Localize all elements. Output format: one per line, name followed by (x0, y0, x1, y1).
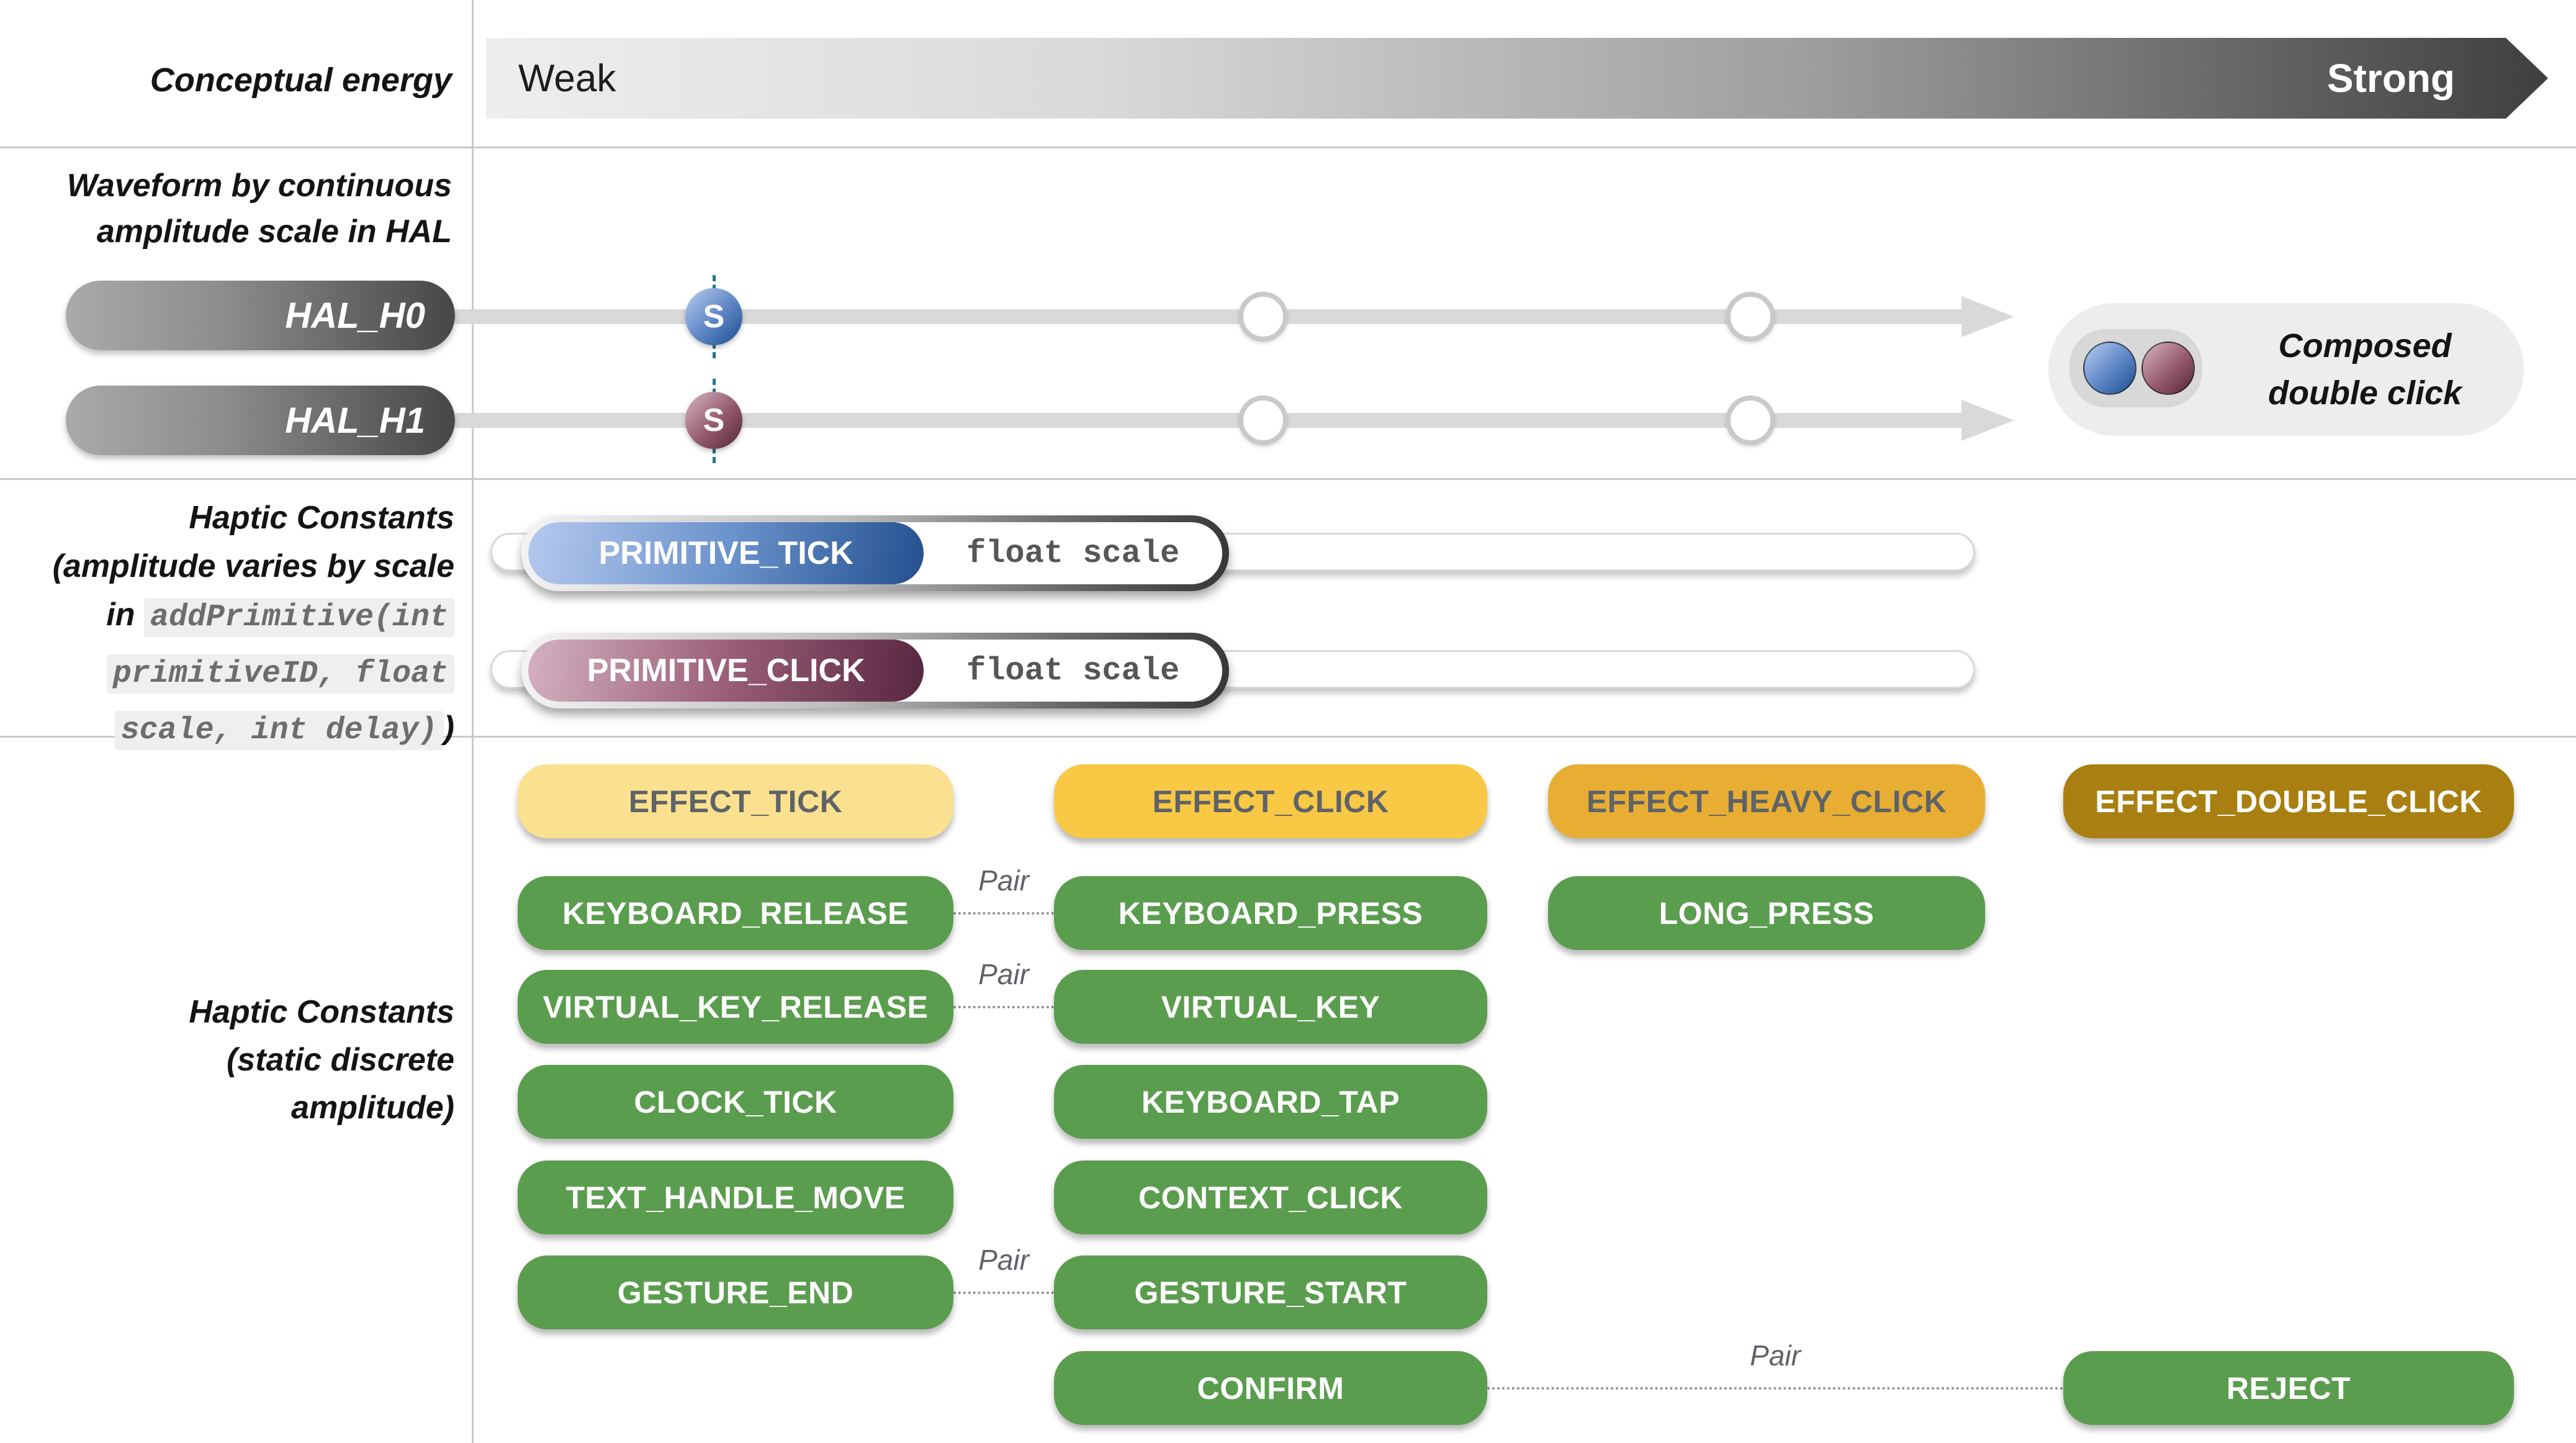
hal-h0-step-circle-2 (1726, 292, 1775, 342)
section-divider-1 (0, 147, 2576, 148)
constant-pill-text_handle_move: TEXT_HANDLE_MOVE (518, 1160, 953, 1234)
primitives-section-label: Haptic Constants (amplitude varies by sc… (10, 494, 454, 755)
primitive-tick-name: PRIMITIVE_TICK (528, 522, 924, 584)
constant-pill-gesture_start: GESTURE_START (1054, 1255, 1487, 1329)
code-scale-delay: scale, int delay) (114, 711, 444, 750)
discrete-section-label: Haptic Constants (static discrete amplit… (189, 994, 454, 1126)
primitive-click-pill: PRIMITIVE_CLICK float scale (521, 633, 1229, 708)
pair-label: Pair (978, 864, 1029, 897)
hal-h0-arrowhead (1961, 296, 2014, 337)
pair-connector (1487, 1386, 2063, 1390)
constant-pill-gesture_end: GESTURE_END (518, 1255, 953, 1329)
pair-connector (953, 1005, 1054, 1008)
constant-pill-confirm: CONFIRM (1054, 1351, 1487, 1425)
constant-pill-virtual_key_release: VIRTUAL_KEY_RELEASE (518, 970, 953, 1044)
constant-pill-effect_double_click: EFFECT_DOUBLE_CLICK (2063, 764, 2514, 838)
composed-chip (2069, 329, 2202, 407)
code-primitiveid: primitiveID, float (106, 654, 454, 694)
section-divider-2 (0, 478, 2576, 480)
waveform-section-label: Waveform by continuous amplitude scale i… (66, 168, 452, 250)
constant-pill-keyboard_press: KEYBOARD_PRESS (1054, 876, 1487, 950)
hal-h0-step-circle-1 (1238, 292, 1288, 342)
constant-pill-long_press: LONG_PRESS (1548, 876, 1985, 950)
hal-h1-scale-marker: S (685, 392, 742, 449)
constant-pill-clock_tick: CLOCK_TICK (518, 1065, 953, 1139)
hal-h1-arrowhead (1961, 400, 2014, 441)
constant-pill-context_click: CONTEXT_CLICK (1054, 1160, 1487, 1234)
hal-h0-pill: HAL_H0 (66, 281, 455, 350)
column-divider (472, 0, 474, 1443)
constant-pill-keyboard_tap: KEYBOARD_TAP (1054, 1065, 1487, 1139)
composed-mauve-circle-icon (2141, 342, 2195, 395)
primitive-tick-param: float scale (966, 535, 1180, 572)
hal-h1-step-circle-2 (1726, 396, 1775, 445)
pair-label: Pair (978, 1243, 1029, 1276)
section-divider-3 (0, 736, 2576, 738)
hal-h1-step-circle-1 (1238, 396, 1288, 445)
constant-pill-virtual_key: VIRTUAL_KEY (1054, 970, 1487, 1044)
primitive-click-name: PRIMITIVE_CLICK (528, 640, 924, 702)
constant-pill-effect_tick: EFFECT_TICK (518, 764, 953, 838)
hal-h1-pill: HAL_H1 (66, 386, 455, 455)
energy-strong-label: Strong (2326, 56, 2455, 101)
energy-weak-label: Weak (518, 57, 616, 100)
composed-blue-circle-icon (2083, 342, 2137, 395)
constant-pill-effect_heavy_click: EFFECT_HEAVY_CLICK (1548, 764, 1985, 838)
energy-gradient-bar: Weak Strong (486, 38, 2548, 119)
composed-double-click-badge: Composed double click (2048, 303, 2524, 436)
constant-pill-effect_click: EFFECT_CLICK (1054, 764, 1487, 838)
pair-label: Pair (1750, 1339, 1801, 1372)
constant-pill-reject: REJECT (2063, 1351, 2514, 1425)
pair-label: Pair (978, 957, 1029, 990)
primitive-click-param: float scale (966, 652, 1180, 689)
pair-connector (953, 1291, 1054, 1294)
constant-pill-keyboard_release: KEYBOARD_RELEASE (518, 876, 953, 950)
pair-connector (953, 911, 1054, 915)
primitive-tick-pill: PRIMITIVE_TICK float scale (521, 515, 1229, 591)
conceptual-energy-label: Conceptual energy (150, 61, 452, 99)
hal-h0-scale-marker: S (685, 288, 742, 345)
code-addprimitive: addPrimitive(int (143, 598, 454, 637)
composed-double-click-label: Composed double click (2268, 327, 2462, 412)
